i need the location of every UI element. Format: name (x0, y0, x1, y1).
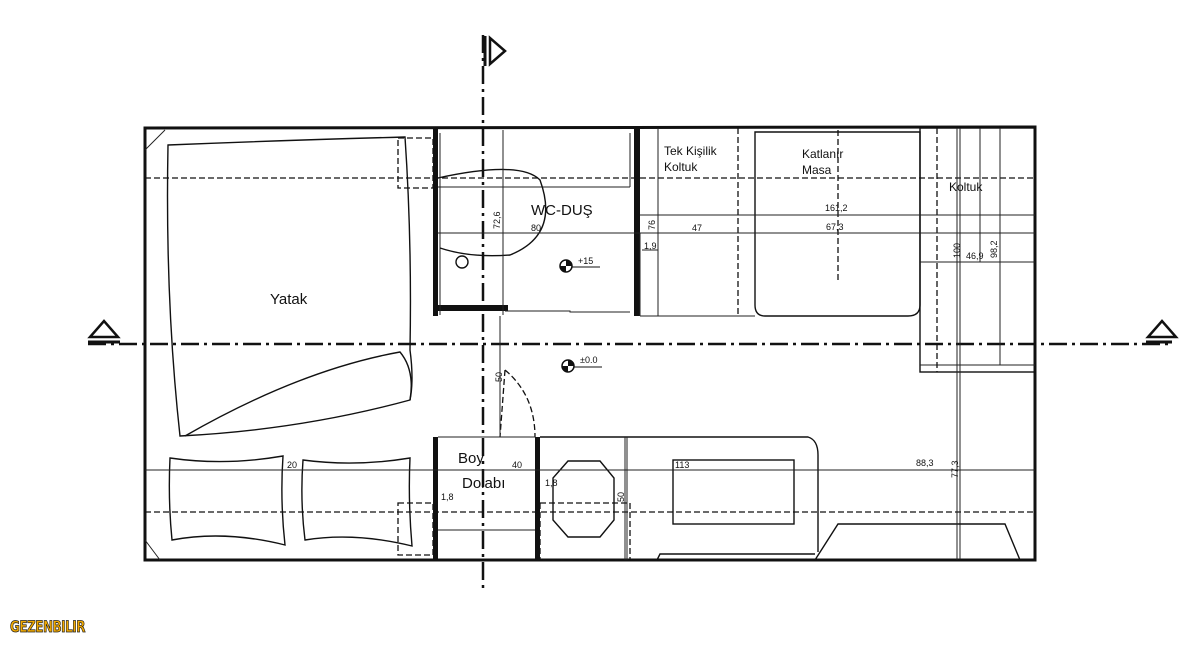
label-single-chair-2: Koltuk (664, 160, 698, 174)
watermark-logo: GEZENBILIR (10, 617, 86, 637)
wc-shower-room (433, 128, 640, 316)
level-floor: ±0.0 (580, 355, 597, 365)
dim-label: 77,3 (950, 460, 960, 478)
dim-label: 100 (952, 243, 962, 258)
dim-label: 88,3 (916, 458, 934, 468)
label-folding-table-2: Masa (802, 163, 832, 177)
dim-label: 113 (675, 460, 689, 470)
level-wc: +15 (578, 256, 593, 266)
dim-label: 98,2 (989, 240, 999, 258)
section-marker-top-icon (483, 35, 507, 67)
level-marker-icon (559, 259, 600, 273)
dim-label: 50 (616, 492, 626, 502)
dim-label: 40 (512, 460, 522, 470)
label-wardrobe-1: Boy (458, 450, 484, 467)
dim-label: 80 (531, 223, 541, 233)
dim-label: 1,8 (441, 492, 454, 502)
dim-label: 67,3 (826, 222, 844, 232)
sink (552, 460, 615, 538)
dim-label: 20 (287, 460, 297, 470)
dim-label: 47 (692, 223, 702, 233)
pillow (301, 457, 413, 547)
dim-label: 1,8 (545, 478, 558, 488)
dim-label: 46,9 (966, 251, 984, 261)
section-marker-right-icon (1145, 319, 1179, 344)
label-wardrobe-2: Dolabı (462, 475, 505, 492)
dim-label: 76 (647, 220, 657, 230)
label-single-chair-1: Tek Kişilik (664, 144, 718, 158)
dim-label: 50 (494, 372, 504, 382)
shower-tray (437, 168, 547, 257)
room-label-wc: WC-DUŞ (531, 202, 593, 219)
wardrobe (433, 436, 540, 560)
pillow (168, 455, 286, 546)
label-sofa: Koltuk (949, 180, 983, 194)
stove (672, 459, 795, 525)
door-swing (504, 369, 536, 438)
level-marker-icon (561, 359, 602, 373)
toilet-icon (455, 255, 469, 269)
kitchen-counter (540, 436, 819, 552)
label-folding-table-1: Katlanır (802, 147, 843, 161)
sofa-right (919, 127, 1036, 373)
dim-label: 1,9 (644, 241, 657, 251)
bed (166, 136, 413, 437)
room-label-bed: Yatak (270, 291, 308, 308)
dim-label: 161,2 (825, 203, 848, 213)
dim-label: 72,6 (492, 211, 502, 229)
step (813, 523, 1022, 561)
section-marker-left-icon (87, 319, 121, 344)
outer-wall (143, 125, 1037, 562)
